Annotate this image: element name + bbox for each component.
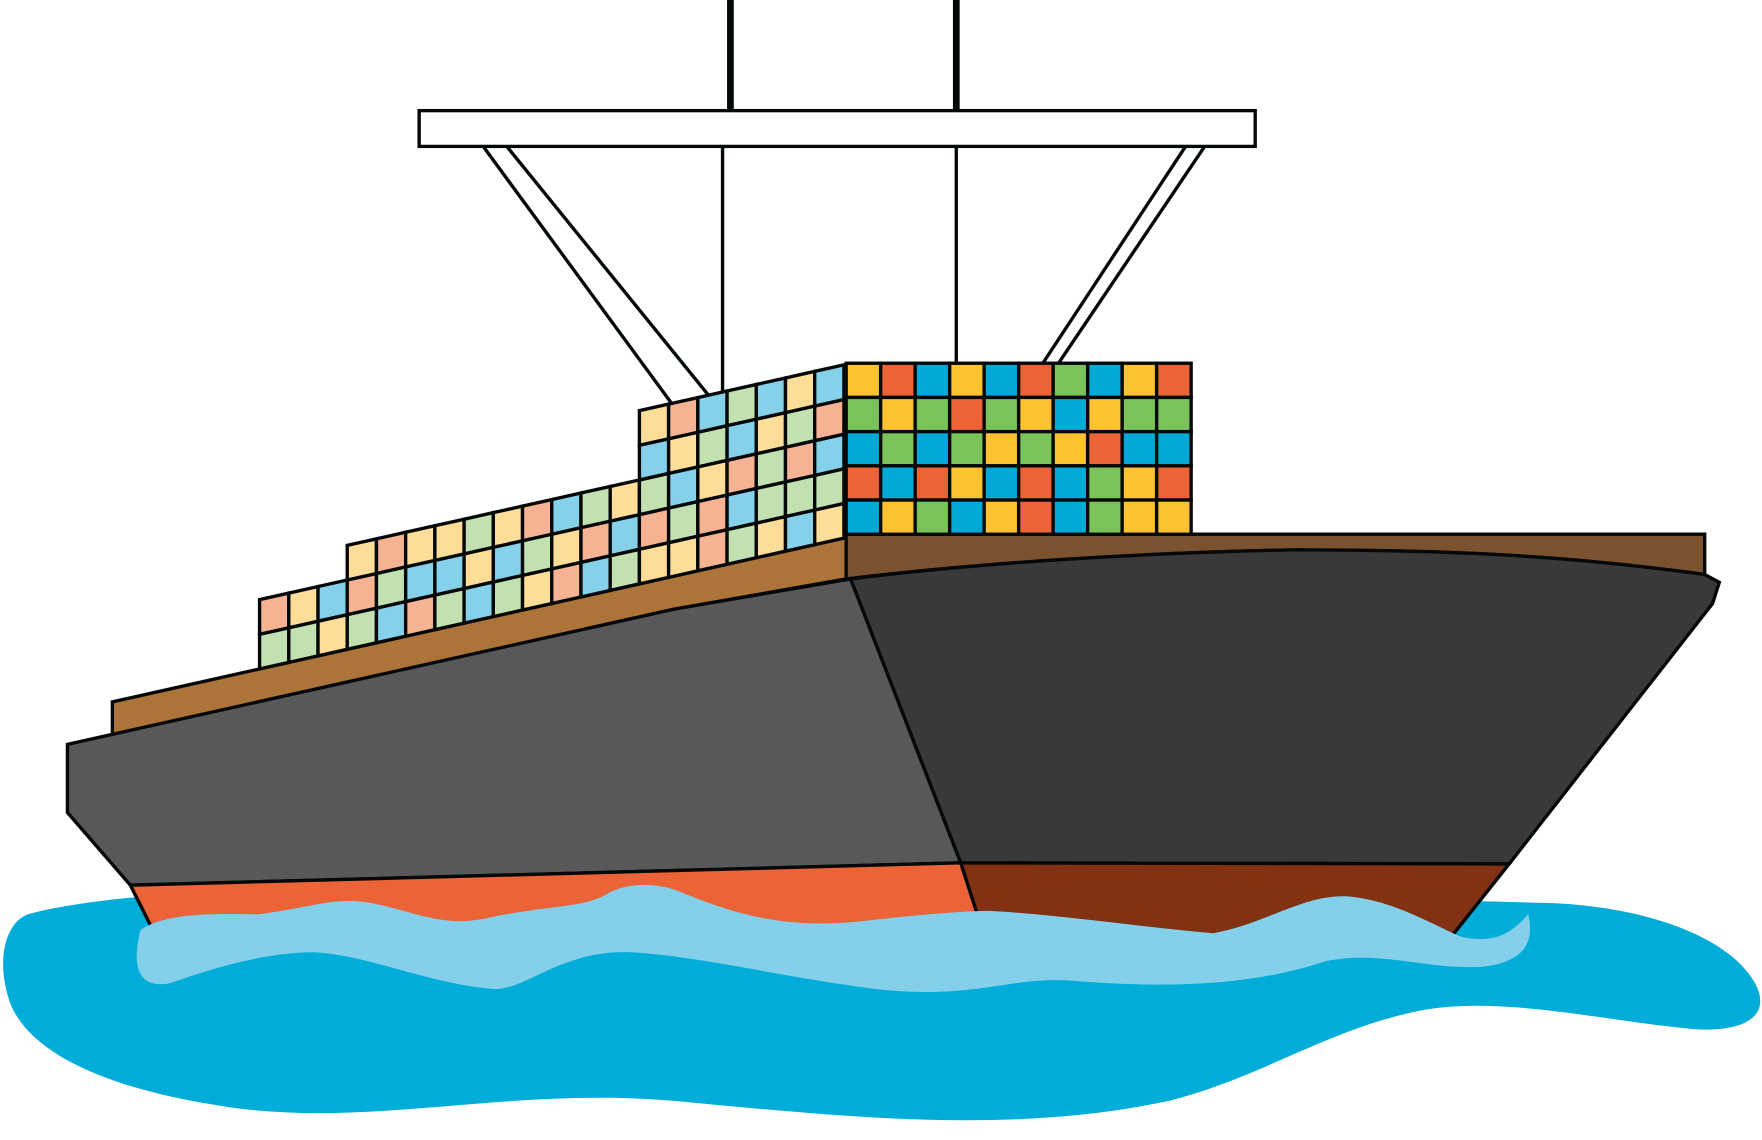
container — [913, 361, 952, 400]
container — [403, 523, 437, 570]
container — [783, 369, 817, 415]
container — [947, 429, 986, 468]
container — [1016, 361, 1055, 400]
container — [287, 584, 320, 630]
container — [637, 402, 671, 448]
container — [345, 536, 379, 583]
container — [1154, 395, 1193, 434]
container — [844, 498, 883, 536]
container — [913, 464, 952, 502]
container — [947, 498, 986, 536]
container — [878, 429, 917, 468]
container — [982, 464, 1021, 502]
container — [1120, 498, 1159, 536]
container — [813, 362, 846, 409]
container — [982, 395, 1021, 434]
container — [1051, 361, 1090, 400]
water-light-wave — [136, 884, 1531, 992]
container — [913, 429, 952, 468]
container — [1120, 429, 1159, 468]
container — [491, 504, 525, 550]
container — [1154, 498, 1193, 536]
container — [1051, 498, 1090, 536]
container — [725, 382, 758, 428]
container — [1051, 464, 1090, 502]
hull-right — [848, 548, 1722, 866]
crane-cables — [481, 145, 1207, 404]
container — [1154, 361, 1193, 400]
container — [666, 395, 700, 441]
container — [844, 395, 883, 434]
container — [696, 388, 729, 435]
container — [913, 498, 952, 536]
container — [1154, 429, 1193, 468]
container — [579, 484, 612, 530]
front-container-stack — [844, 361, 1193, 536]
container — [316, 577, 349, 624]
container — [462, 510, 496, 556]
container — [550, 490, 583, 537]
container — [844, 464, 883, 502]
container — [433, 517, 466, 563]
container — [1085, 498, 1124, 536]
container — [1085, 361, 1124, 400]
container — [982, 429, 1021, 468]
container — [374, 530, 408, 576]
container — [257, 590, 291, 637]
container — [1016, 464, 1055, 502]
container — [878, 361, 917, 400]
container — [1051, 395, 1090, 434]
container — [1016, 395, 1055, 434]
container — [947, 395, 986, 434]
container — [878, 464, 917, 502]
container — [913, 395, 952, 434]
container — [1120, 361, 1159, 400]
container — [1051, 429, 1090, 468]
container — [1085, 395, 1124, 434]
container — [1085, 464, 1124, 502]
container — [844, 361, 883, 400]
container — [1016, 429, 1055, 468]
container — [754, 375, 788, 422]
container — [982, 498, 1021, 536]
crane-beam — [417, 108, 1257, 149]
container — [1085, 429, 1124, 468]
container — [608, 477, 642, 524]
container — [878, 395, 917, 434]
container — [520, 497, 554, 543]
container — [844, 429, 883, 468]
container — [982, 361, 1021, 400]
container — [1016, 498, 1055, 536]
container — [878, 498, 917, 536]
container — [947, 361, 986, 400]
container — [1120, 395, 1159, 434]
container — [1154, 464, 1193, 502]
side-container-stack — [257, 362, 846, 672]
container — [1120, 464, 1159, 502]
container — [947, 464, 986, 502]
